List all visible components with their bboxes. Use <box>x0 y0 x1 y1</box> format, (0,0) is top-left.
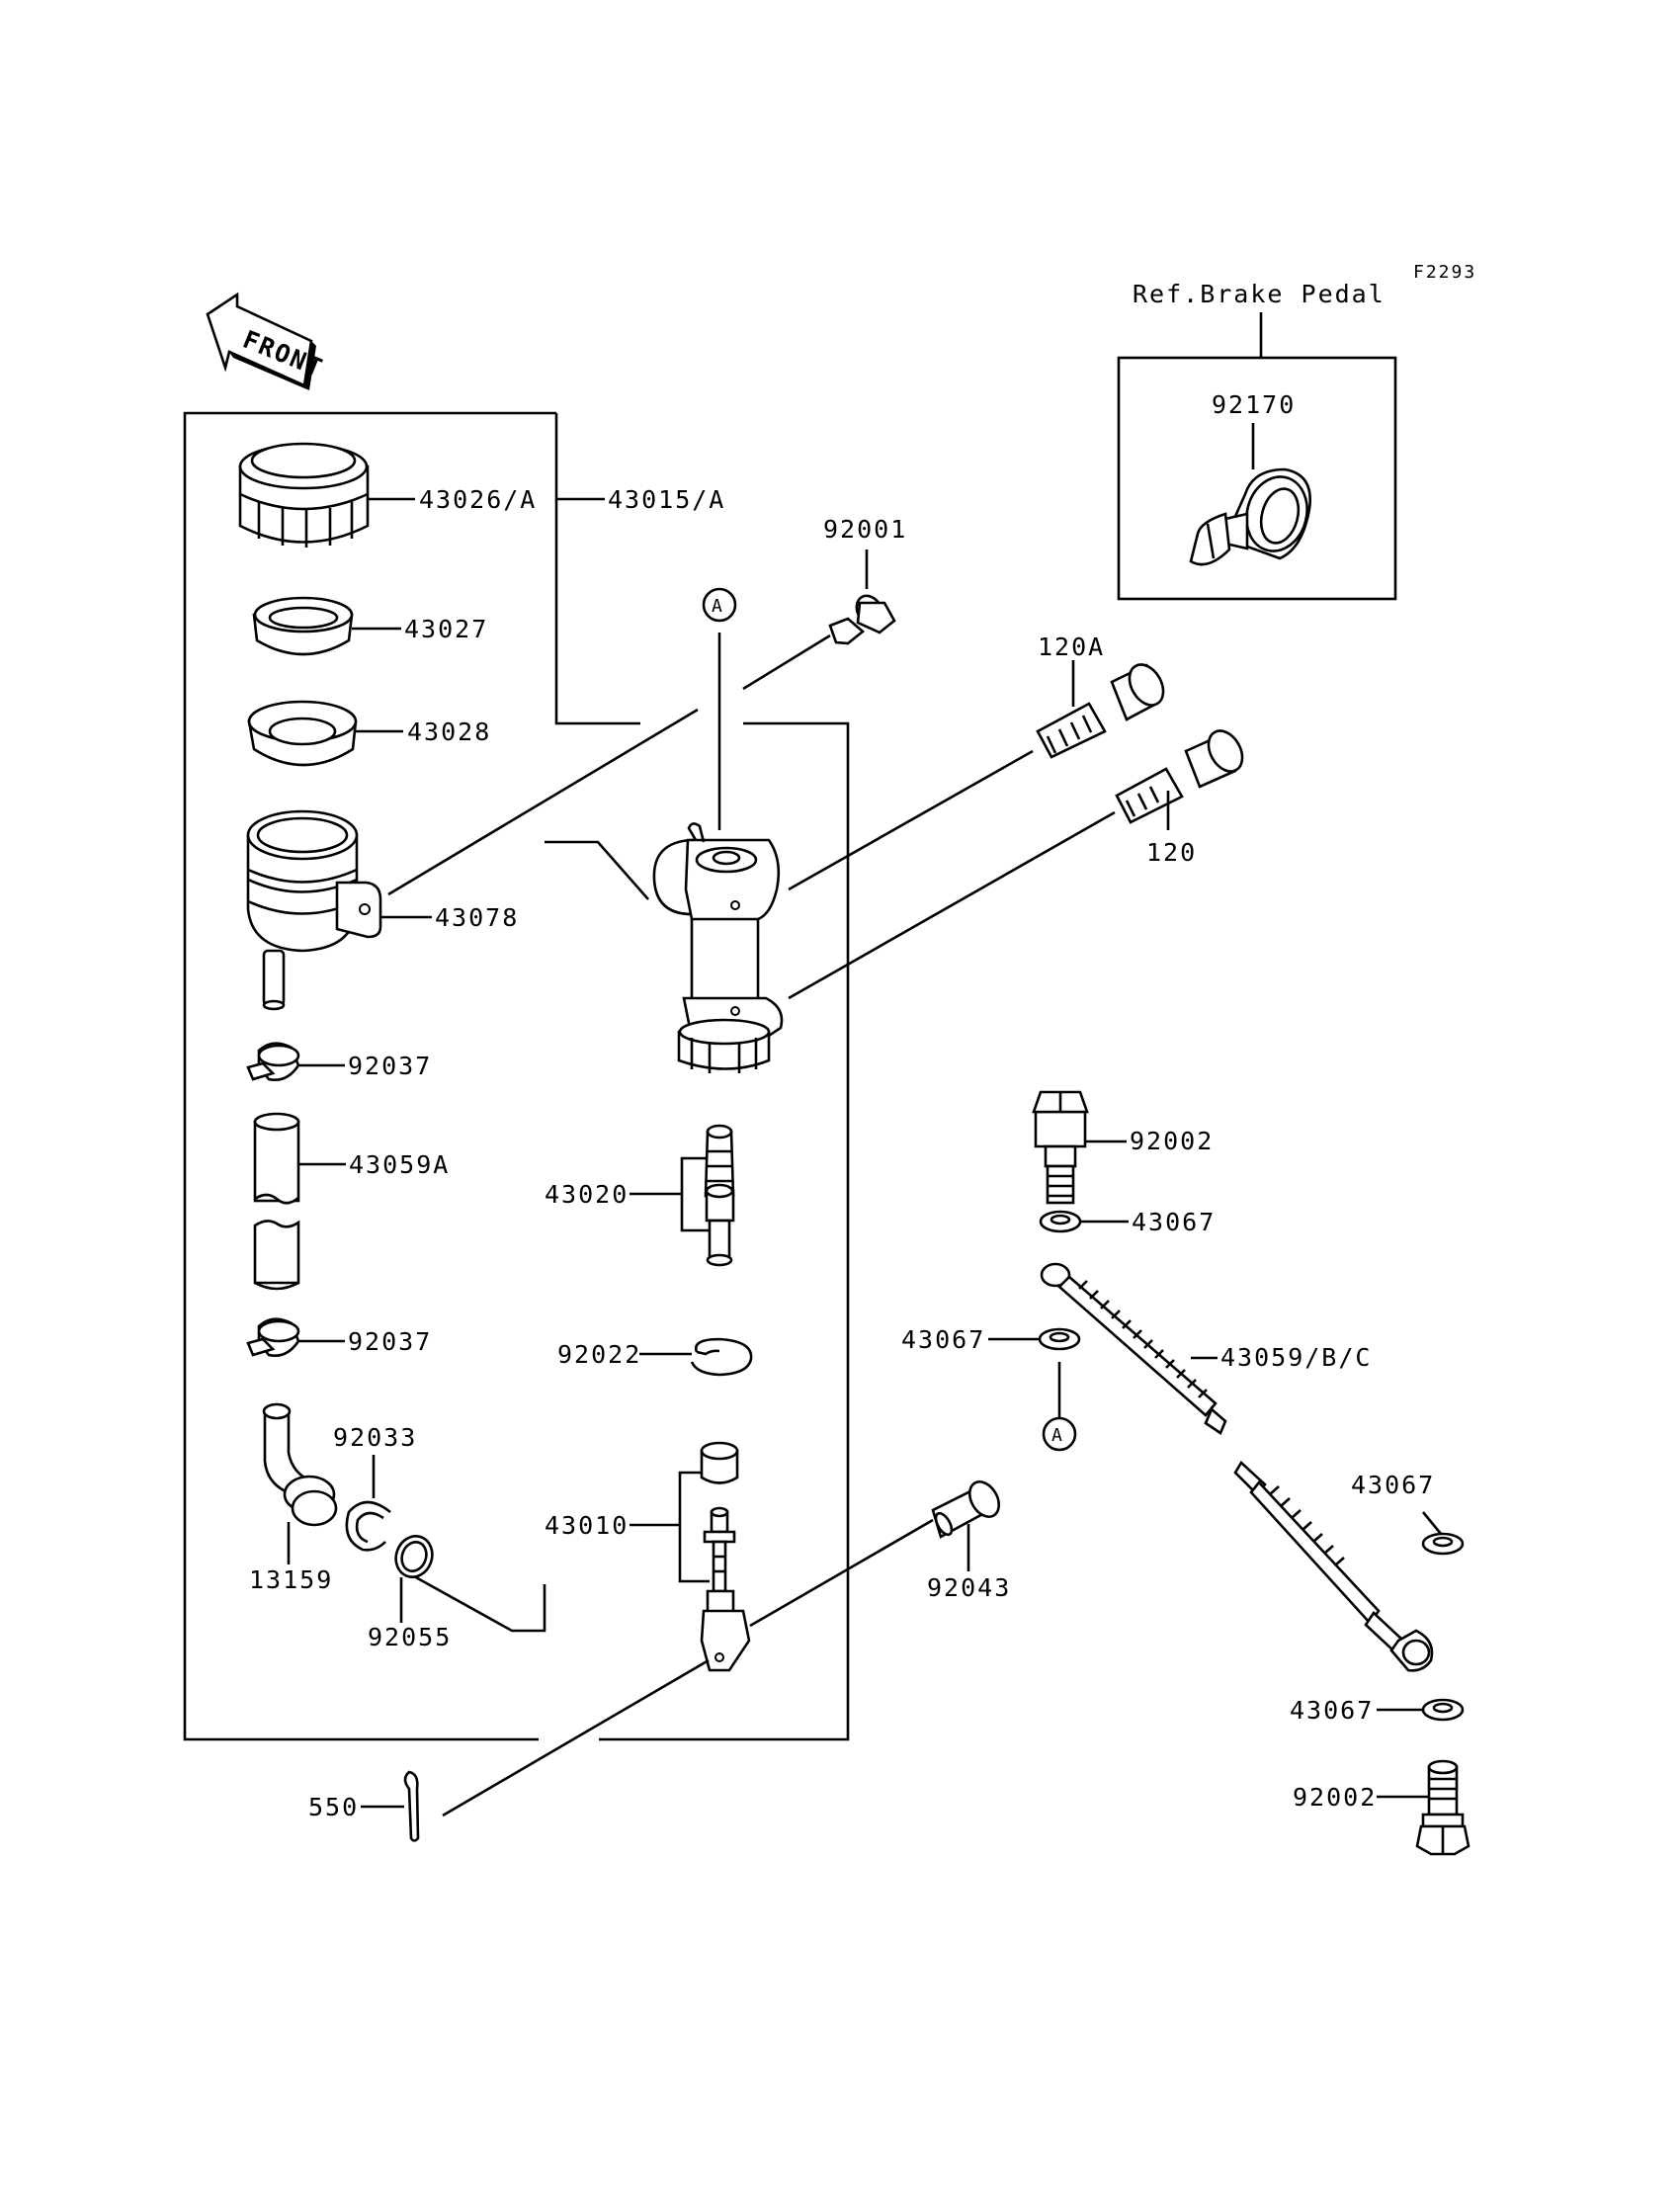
washer-lower-part <box>1377 1698 1465 1722</box>
front-arrow-icon: FRONT <box>206 292 328 390</box>
clevis-pin-part <box>442 1480 1001 1817</box>
mounting-bolt-120a-part <box>788 660 1165 891</box>
mounting-bolt-120-part <box>788 729 1244 1000</box>
part-label-43020: 43020 <box>545 1180 629 1209</box>
part-label-43078: 43078 <box>435 903 519 932</box>
part-label-92001: 92001 <box>823 515 907 544</box>
master-cylinder-body-part <box>652 633 784 1073</box>
diaphragm-part <box>252 596 401 656</box>
part-label-43026A: 43026/A <box>419 485 537 514</box>
ref-marker-a-lower-label: A <box>1051 1425 1064 1446</box>
piston-set-part <box>630 1124 735 1267</box>
part-label-92043: 92043 <box>927 1573 1011 1602</box>
diaphragm-plate-part <box>247 700 403 767</box>
part-label-550: 550 <box>308 1793 359 1821</box>
o-ring-part <box>394 1535 434 1623</box>
breather-hose-part <box>253 1112 346 1291</box>
reservoir-cap-part <box>238 442 415 548</box>
ref-marker-a-upper: A <box>702 587 737 623</box>
bleeder-bolt-part <box>742 549 896 691</box>
part-label-92022: 92022 <box>557 1340 641 1369</box>
part-label-120: 120 <box>1146 838 1197 867</box>
part-label-13159: 13159 <box>249 1565 333 1594</box>
figure-code: F2293 <box>1413 262 1476 283</box>
washer-right-part <box>1421 1511 1465 1556</box>
part-label-43067-lower: 43067 <box>1290 1696 1374 1725</box>
hose-clamp-lower-part <box>246 1317 345 1357</box>
banjo-bolt-upper-part <box>1032 1090 1127 1205</box>
part-label-92002-upper: 92002 <box>1130 1127 1214 1155</box>
part-label-43067-upper: 43067 <box>1132 1208 1216 1236</box>
part-label-43067-right: 43067 <box>1351 1471 1435 1499</box>
cotter-pin-part <box>361 1770 420 1842</box>
part-label-43059A: 43059A <box>349 1150 450 1179</box>
elbow-fitting-part <box>262 1402 338 1564</box>
reservoir-part <box>246 708 699 1011</box>
cylinder-circlip-part <box>639 1337 753 1377</box>
banjo-bolt-lower-part <box>1377 1759 1470 1856</box>
circlip-part <box>345 1455 391 1552</box>
hose-clamp-upper-part <box>246 1042 345 1081</box>
ref-marker-a-lower: A <box>1042 1362 1077 1452</box>
part-label-92033: 92033 <box>333 1423 417 1452</box>
part-label-43028: 43028 <box>407 718 491 746</box>
part-label-92037-lower: 92037 <box>348 1327 432 1356</box>
brake-hose-part <box>1040 1262 1434 1672</box>
part-label-92037-upper: 92037 <box>348 1052 432 1080</box>
ref-brake-pedal-box <box>1117 356 1397 601</box>
part-label-92170: 92170 <box>1212 390 1296 419</box>
assembly-bracket <box>183 411 850 1741</box>
part-label-43010: 43010 <box>545 1511 629 1540</box>
pedal-clamp-part <box>1189 423 1312 566</box>
part-label-43027: 43027 <box>404 615 488 643</box>
part-label-43059BC: 43059/B/C <box>1220 1343 1372 1372</box>
part-label-92002-lower: 92002 <box>1293 1783 1377 1812</box>
part-label-43015A: 43015/A <box>608 485 725 514</box>
ref-brake-pedal-label: Ref.Brake Pedal <box>1133 280 1386 308</box>
washer-middle-part <box>988 1327 1081 1351</box>
washer-upper-part <box>1039 1210 1129 1233</box>
part-label-43067-middle: 43067 <box>901 1325 985 1354</box>
push-rod-part <box>630 1441 751 1672</box>
part-label-120A: 120A <box>1038 633 1105 661</box>
part-label-92055: 92055 <box>368 1623 452 1651</box>
ref-marker-a-upper-label: A <box>712 596 724 617</box>
